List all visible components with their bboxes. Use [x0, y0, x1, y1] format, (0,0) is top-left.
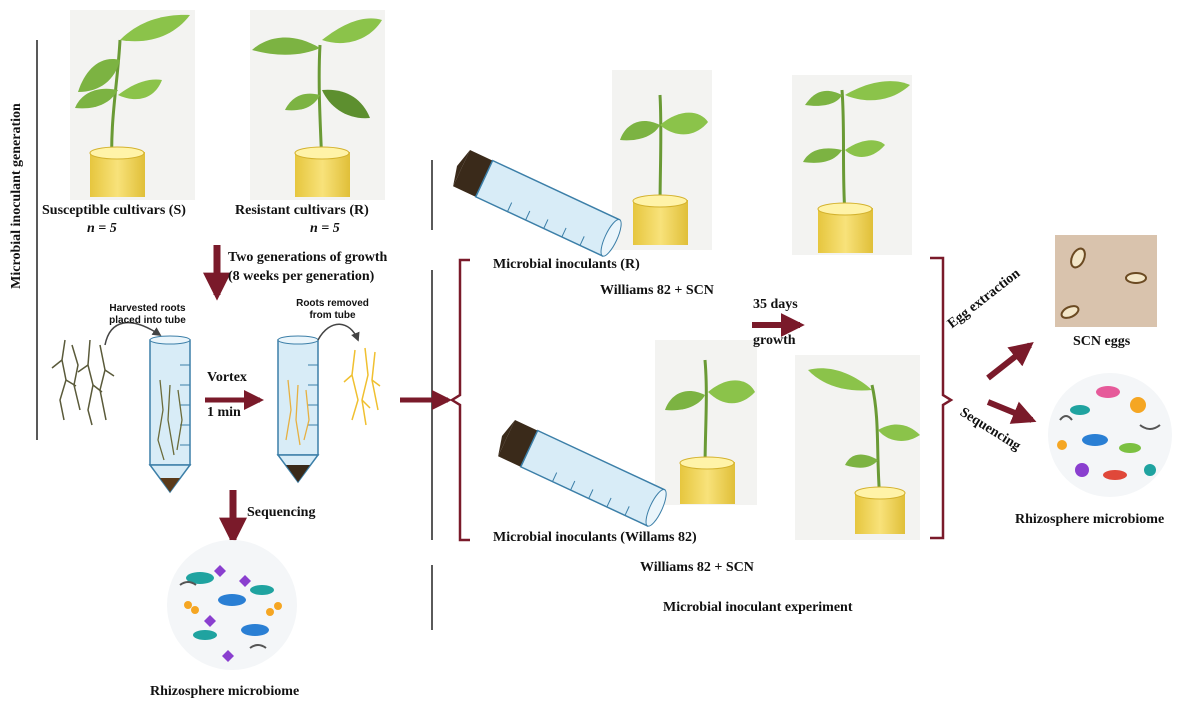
egg-extraction-arrow [986, 342, 1034, 381]
section-title-generation: Microbial inoculant generation [9, 103, 24, 289]
scn-eggs [1060, 247, 1147, 319]
harvest-curve-arrow [104, 321, 162, 346]
inoculant-w-label: Microbial inoculants (Willams 82) [493, 530, 697, 545]
left-sequencing-label: Sequencing [247, 505, 316, 520]
removed-note: Roots removed from tube [296, 298, 369, 321]
left-bracket [449, 258, 470, 542]
plant-r-35days [803, 81, 910, 253]
susceptible-n: n = 5 [87, 221, 117, 236]
treatment-2-label: Williams 82 + SCN [640, 560, 754, 575]
growth-label-line2: (8 weeks per generation) [228, 269, 375, 284]
plant-susceptible [75, 14, 190, 197]
inoculant-tube-w [498, 420, 667, 527]
tube-with-roots [148, 335, 192, 494]
days-label: 35 days [753, 297, 798, 312]
growth-label-line1: Two generations of growth [228, 250, 388, 265]
right-bracket [930, 256, 954, 540]
resistant-label: Resistant cultivars (R) [235, 203, 369, 218]
plant-w-inoculant [665, 359, 755, 504]
scn-eggs-label: SCN eggs [1073, 334, 1131, 349]
right-microbiome-circle [1048, 373, 1172, 497]
inoculant-r-label: Microbial inoculants (R) [493, 257, 640, 272]
plant-resistant [252, 18, 382, 197]
left-microbiome-label: Rhizosphere microbiome [150, 684, 300, 699]
inoculant-tube-r [453, 150, 622, 257]
removed-roots [343, 347, 381, 426]
experiment-title: Microbial inoculant experiment [663, 600, 853, 615]
resistant-n: n = 5 [310, 221, 340, 236]
tube-roots-removed [276, 335, 320, 484]
harvested-roots [51, 339, 115, 426]
plant-w-35days [808, 368, 920, 534]
right-sequencing-arrow [986, 399, 1037, 424]
vortex-label: Vortex [207, 370, 247, 385]
plant-r-inoculant [620, 94, 708, 245]
removed-curve-arrow [317, 323, 360, 342]
susceptible-label: Susceptible cultivars (S) [42, 203, 186, 218]
treatment-1-label: Williams 82 + SCN [600, 283, 714, 298]
vortex-time-label: 1 min [207, 405, 241, 420]
harvest-note: Harvested roots placed into tube [109, 303, 186, 326]
growth-label: growth [753, 333, 796, 348]
right-microbiome-label: Rhizosphere microbiome [1015, 512, 1165, 527]
left-microbiome-circle [167, 540, 297, 670]
